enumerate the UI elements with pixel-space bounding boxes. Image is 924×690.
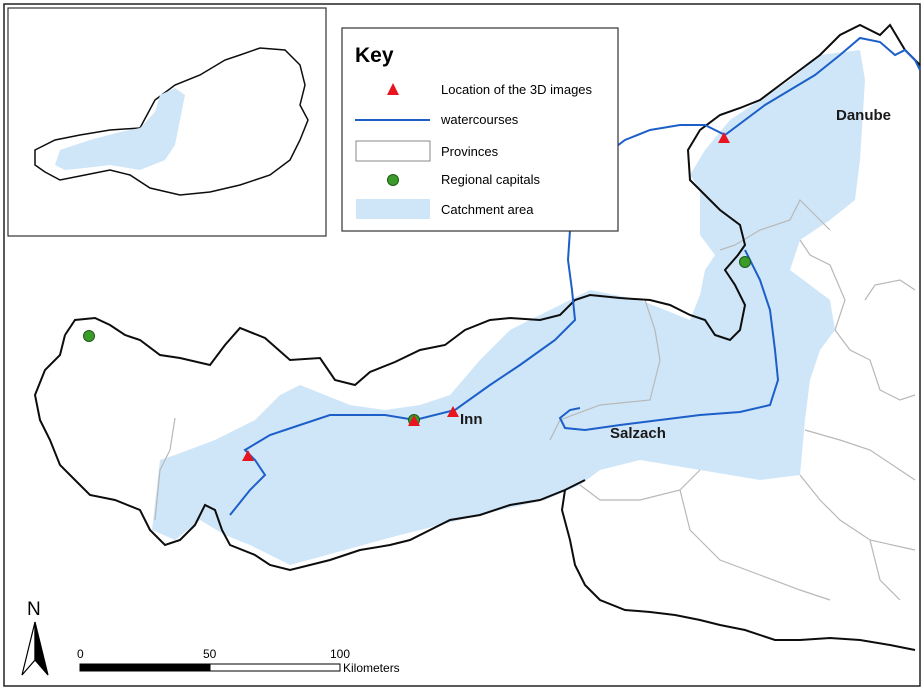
north-arrow: N [21, 599, 49, 676]
scale-bar: 0 50 100 Kilometers [77, 647, 400, 675]
scale-unit: Kilometers [343, 661, 400, 675]
image-location-4 [718, 132, 730, 143]
legend-title: Key [355, 44, 394, 67]
legend: Key Location of the 3D images watercours… [341, 27, 619, 232]
legend-symbol-province [355, 140, 431, 162]
north-arrow-right [34, 621, 49, 676]
catchment-area [152, 50, 865, 565]
image-location-1 [242, 450, 254, 461]
national-border [33, 23, 921, 651]
label-salzach: Salzach [610, 425, 666, 442]
legend-label-provinces: Provinces [441, 144, 499, 159]
scale-tick-50: 50 [203, 647, 217, 661]
image-location-2 [408, 415, 420, 426]
label-danube: Danube [836, 107, 891, 124]
scale-tick-0: 0 [77, 647, 84, 661]
capital-salzburg [739, 256, 751, 268]
legend-symbol-catchment [356, 199, 430, 219]
legend-label-catchment: Catchment area [441, 202, 534, 217]
legend-label-locations: Location of the 3D images [441, 82, 593, 97]
image-location-3 [447, 406, 459, 417]
inset-map [7, 7, 327, 237]
scale-segment-2 [209, 663, 341, 672]
legend-symbol-capital [387, 174, 399, 186]
scale-tick-100: 100 [330, 647, 350, 661]
scale-segment-1 [79, 663, 211, 672]
capital-bregenz [83, 330, 95, 342]
legend-label-capitals: Regional capitals [441, 172, 541, 187]
province-boundaries [154, 198, 916, 601]
legend-label-watercourses: watercourses [440, 112, 519, 127]
north-label: N [27, 599, 41, 620]
label-inn: Inn [460, 411, 483, 428]
inset-catchment [55, 88, 185, 170]
legend-symbol-triangle [387, 83, 399, 95]
